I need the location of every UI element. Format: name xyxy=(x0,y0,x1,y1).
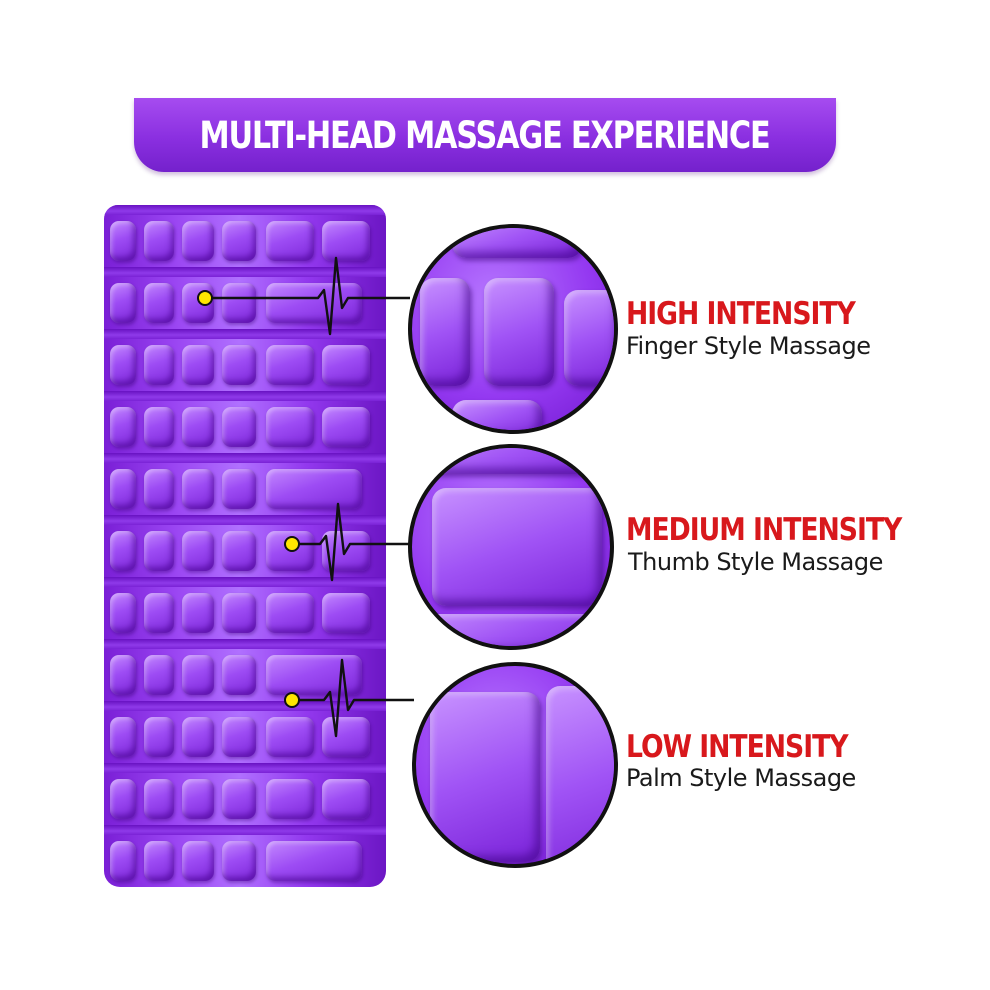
roller-knob xyxy=(110,779,136,819)
roller-knob xyxy=(144,407,174,447)
roller-knob xyxy=(322,593,370,633)
roller-ridge xyxy=(104,453,386,463)
roller-knob xyxy=(182,655,214,695)
low-intensity-title: LOW INTENSITY xyxy=(626,729,849,765)
roller-knob xyxy=(182,221,214,261)
roller-knob xyxy=(222,407,256,447)
low-intensity-subtitle: Palm Style Massage xyxy=(626,764,856,792)
medium-intensity-subtitle: Thumb Style Massage xyxy=(628,548,883,576)
header-banner: MULTI-HEAD MASSAGE EXPERIENCE xyxy=(134,98,836,172)
roller-ridge xyxy=(104,577,386,587)
roller-knob xyxy=(144,469,174,509)
roller-knob xyxy=(144,283,174,323)
roller-knob xyxy=(222,283,256,323)
roller-ridge xyxy=(104,701,386,711)
roller-knob xyxy=(322,221,370,261)
low-intensity-zoom-circle xyxy=(412,662,618,868)
roller-knob xyxy=(110,593,136,633)
medium-intensity-title: MEDIUM INTENSITY xyxy=(626,512,902,548)
roller-knob xyxy=(144,779,174,819)
roller-knob xyxy=(322,407,370,447)
roller-knob xyxy=(266,221,314,261)
roller-knob xyxy=(110,283,136,323)
roller-knob xyxy=(144,345,174,385)
roller-knob xyxy=(222,779,256,819)
roller-knob xyxy=(182,531,214,571)
medium-intensity-callout-line xyxy=(292,502,410,582)
low-intensity-marker-dot xyxy=(284,692,300,708)
roller-knob xyxy=(222,469,256,509)
roller-knob xyxy=(144,717,174,757)
roller-knob xyxy=(110,717,136,757)
roller-knob xyxy=(110,221,136,261)
roller-knob xyxy=(182,593,214,633)
roller-knob xyxy=(110,469,136,509)
medium-intensity-marker-dot xyxy=(284,536,300,552)
roller-knob xyxy=(266,841,362,881)
roller-knob xyxy=(222,345,256,385)
high-intensity-title: HIGH INTENSITY xyxy=(626,296,856,332)
roller-knob xyxy=(222,717,256,757)
roller-knob xyxy=(182,469,214,509)
medium-intensity-zoom-circle xyxy=(408,444,614,650)
high-intensity-zoom-circle xyxy=(408,224,618,434)
roller-ridge xyxy=(104,267,386,277)
roller-ridge xyxy=(104,515,386,525)
roller-knob xyxy=(182,779,214,819)
roller-ridge xyxy=(104,825,386,835)
roller-knob xyxy=(110,345,136,385)
roller-knob xyxy=(144,593,174,633)
roller-knob xyxy=(266,717,314,757)
high-intensity-marker-dot xyxy=(197,290,213,306)
roller-knob xyxy=(110,407,136,447)
low-intensity-callout-line xyxy=(292,658,414,738)
roller-knob xyxy=(110,841,136,881)
roller-knob xyxy=(144,531,174,571)
roller-knob xyxy=(182,407,214,447)
roller-knob xyxy=(144,655,174,695)
high-intensity-callout-line xyxy=(205,256,410,336)
roller-knob xyxy=(144,841,174,881)
roller-knob xyxy=(222,841,256,881)
roller-knob xyxy=(182,841,214,881)
banner-title: MULTI-HEAD MASSAGE EXPERIENCE xyxy=(200,113,771,157)
roller-knob xyxy=(182,345,214,385)
roller-knob xyxy=(266,779,314,819)
foam-roller-image xyxy=(104,205,386,887)
roller-knob xyxy=(322,779,370,819)
roller-knob xyxy=(182,717,214,757)
roller-ridge xyxy=(104,763,386,773)
roller-knob xyxy=(144,221,174,261)
roller-ridge xyxy=(104,329,386,339)
roller-knob xyxy=(322,717,370,757)
roller-knob xyxy=(266,407,314,447)
high-intensity-subtitle: Finger Style Massage xyxy=(626,332,871,360)
roller-knob xyxy=(110,531,136,571)
roller-knob xyxy=(222,655,256,695)
roller-ridge xyxy=(104,391,386,401)
roller-knob xyxy=(222,593,256,633)
roller-ridge xyxy=(104,205,386,215)
roller-knob xyxy=(110,655,136,695)
roller-ridge xyxy=(104,639,386,649)
roller-knob xyxy=(222,531,256,571)
roller-knob xyxy=(266,469,362,509)
roller-knob xyxy=(322,345,370,385)
roller-knob xyxy=(266,345,314,385)
roller-knob xyxy=(222,221,256,261)
roller-knob xyxy=(266,593,314,633)
